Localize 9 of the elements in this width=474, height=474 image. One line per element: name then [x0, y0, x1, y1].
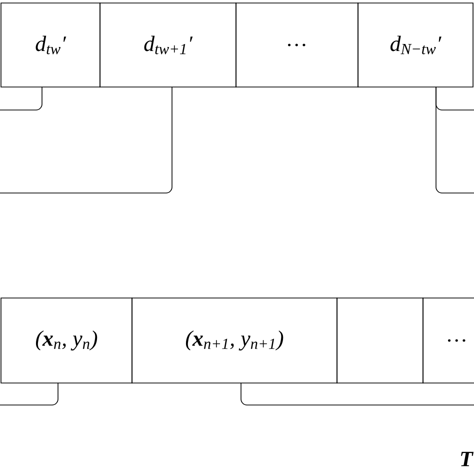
table-cell: d$_{tw}$′ — [0, 2, 100, 88]
label: T — [461, 452, 474, 466]
table-cell: (x$_{n+1}$, y$_{n+1}$) — [132, 298, 338, 384]
empty-cell — [336, 298, 424, 384]
table-cell: d$_{tw+1}$′ — [100, 2, 236, 88]
table-cell: … — [236, 2, 358, 88]
table-cell: (x$_{n}$, y$_{n}$) — [0, 298, 132, 384]
table-cell: d$_{N−tw}$′ — [358, 2, 474, 88]
ellipsis: … — [448, 339, 466, 342]
